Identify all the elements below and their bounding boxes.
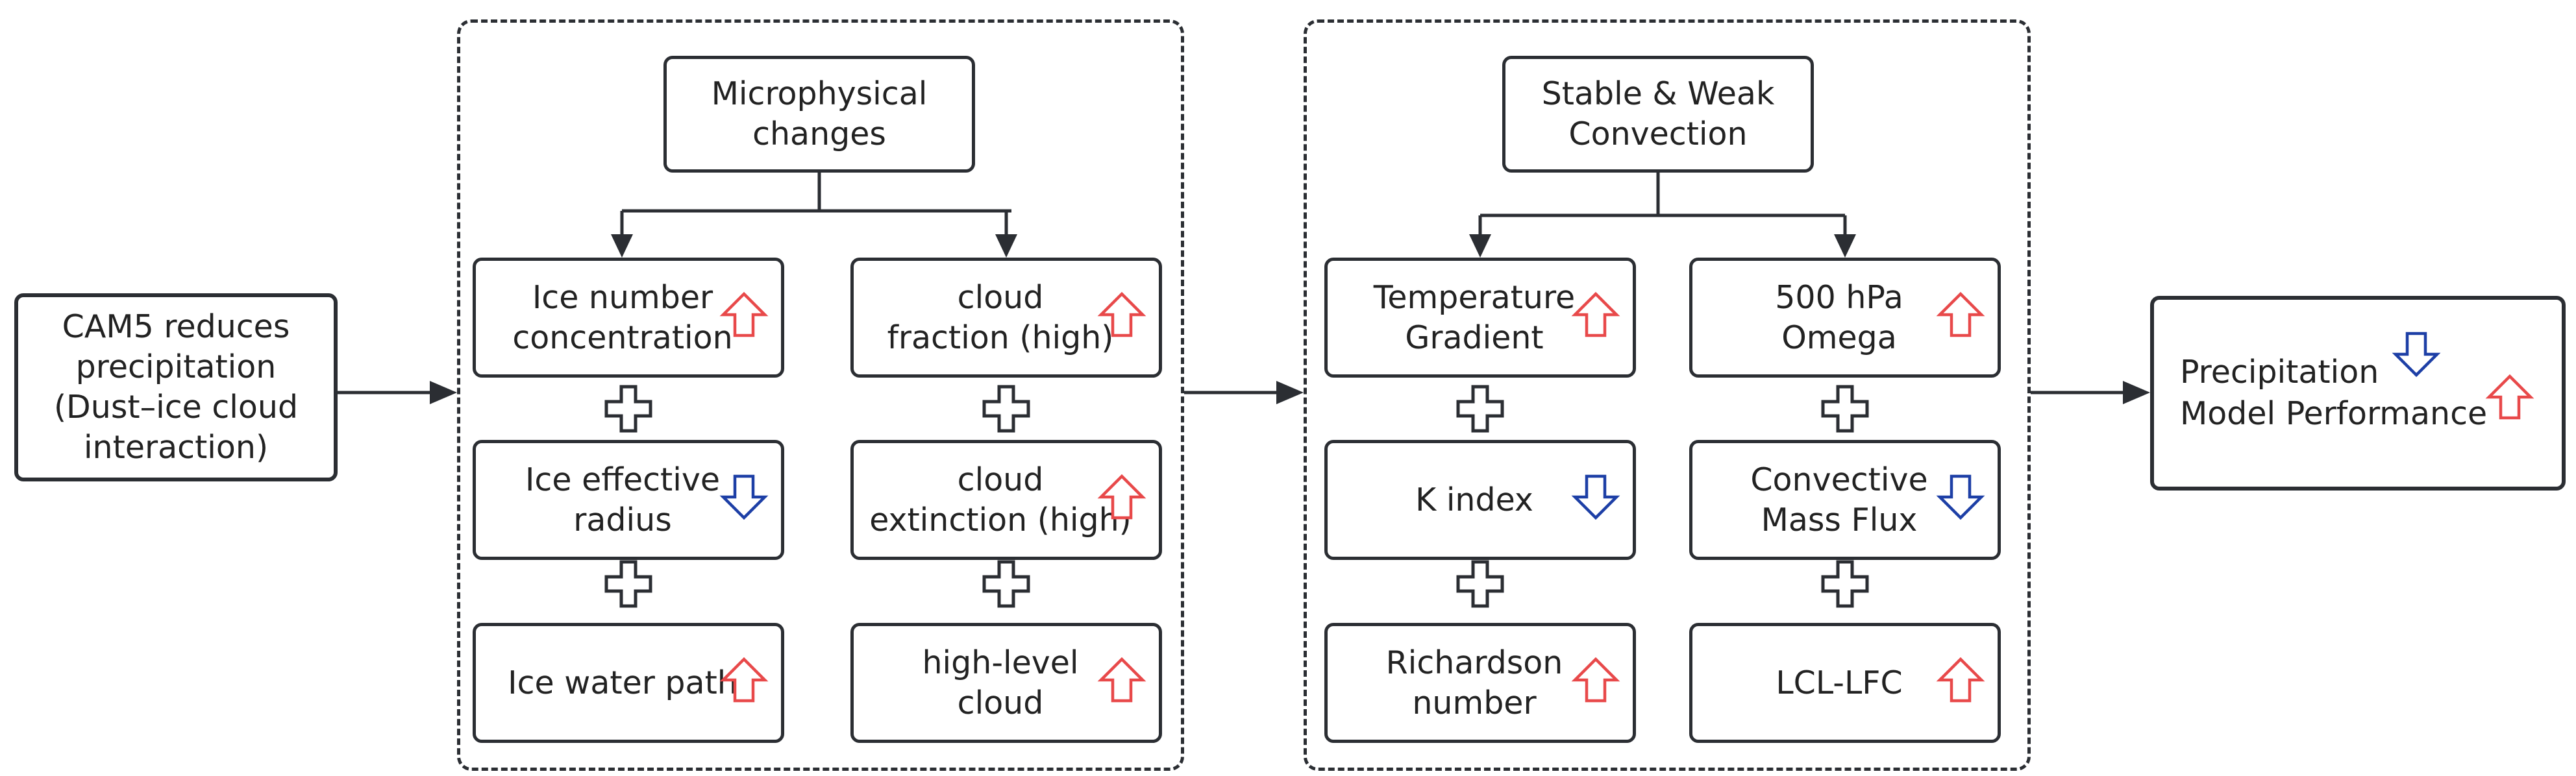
- down-arrow-icon: [1571, 474, 1620, 520]
- down-arrow-icon: [1936, 474, 1985, 520]
- factor-label: LCL-LFC: [1776, 664, 1903, 701]
- input-label: CAM5 reduces precipitation (Dust–ice clo…: [53, 308, 299, 466]
- output-model-performance-arrow-icon: [2485, 374, 2534, 420]
- microphysical-panel: [457, 19, 1184, 771]
- factor-box-500-hpa-omega: 500 hPa Omega: [1689, 258, 2001, 378]
- input-box: CAM5 reduces precipitation (Dust–ice clo…: [14, 293, 338, 481]
- plus-icon: [1821, 385, 1869, 433]
- arrowhead: [611, 234, 633, 258]
- microphysical-header-label: Microphysical changes: [711, 75, 928, 152]
- microphysical-header-box: Microphysical changes: [663, 56, 975, 173]
- factor-box-temperature-gradient: Temperature Gradient: [1324, 258, 1636, 378]
- factor-box-high-level-cloud: high-level cloud: [850, 623, 1162, 743]
- factor-label: Temperature Gradient: [1373, 278, 1576, 356]
- up-arrow-icon: [719, 291, 769, 337]
- arrowhead: [1276, 381, 1304, 404]
- factor-label: Ice effective radius: [525, 461, 721, 539]
- output-line-precipitation: Precipitation: [2180, 352, 2487, 393]
- factor-label: 500 hPa Omega: [1775, 278, 1903, 356]
- up-arrow-icon: [1571, 291, 1620, 337]
- arrowhead: [995, 234, 1017, 258]
- plus-icon: [604, 385, 652, 433]
- factor-label: Ice water path: [508, 664, 737, 701]
- factor-box-lcl-lfc: LCL-LFC: [1689, 623, 2001, 743]
- convection-panel: [1304, 19, 2031, 771]
- arrowhead: [1834, 234, 1856, 258]
- output-precipitation-arrow-icon: [2392, 332, 2441, 378]
- output-precipitation-label: Precipitation: [2180, 354, 2379, 391]
- factor-label: Richardson number: [1385, 644, 1563, 721]
- up-arrow-icon: [1936, 657, 1985, 703]
- factor-box-convective-mass-flux: Convective Mass Flux: [1689, 440, 2001, 560]
- arrowhead: [430, 381, 457, 404]
- factor-box-ice-water-path: Ice water path: [473, 623, 784, 743]
- factor-box-ice-number-concentration: Ice number concentration: [473, 258, 784, 378]
- factor-label: high-level cloud: [922, 644, 1079, 721]
- up-arrow-icon: [719, 657, 769, 703]
- output-model-performance-label: Model Performance: [2180, 395, 2488, 432]
- up-arrow-icon: [1571, 657, 1620, 703]
- convection-header-label: Stable & Weak Convection: [1541, 75, 1775, 152]
- factor-label: cloud fraction (high): [887, 278, 1114, 356]
- factor-label: cloud extinction (high): [869, 461, 1132, 539]
- plus-icon: [604, 560, 652, 608]
- plus-icon: [1456, 385, 1504, 433]
- factor-label: Ice number concentration: [512, 278, 733, 356]
- plus-icon: [982, 560, 1030, 608]
- factor-label: K index: [1415, 481, 1533, 518]
- factor-box-richardson-number: Richardson number: [1324, 623, 1636, 743]
- plus-icon: [1821, 560, 1869, 608]
- plus-icon: [1456, 560, 1504, 608]
- up-arrow-icon: [1097, 474, 1146, 520]
- up-arrow-icon: [1097, 291, 1146, 337]
- up-arrow-icon: [1936, 291, 1985, 337]
- factor-box-cloud-fraction-high: cloud fraction (high): [850, 258, 1162, 378]
- factor-box-k-index: K index: [1324, 440, 1636, 560]
- arrowhead: [1469, 234, 1491, 258]
- down-arrow-icon: [719, 474, 769, 520]
- arrowhead: [2123, 381, 2150, 404]
- convection-header-box: Stable & Weak Convection: [1502, 56, 1814, 173]
- up-arrow-icon: [1097, 657, 1146, 703]
- factor-label: Convective Mass Flux: [1750, 461, 1928, 539]
- plus-icon: [982, 385, 1030, 433]
- output-line-model-performance: Model Performance: [2180, 393, 2487, 435]
